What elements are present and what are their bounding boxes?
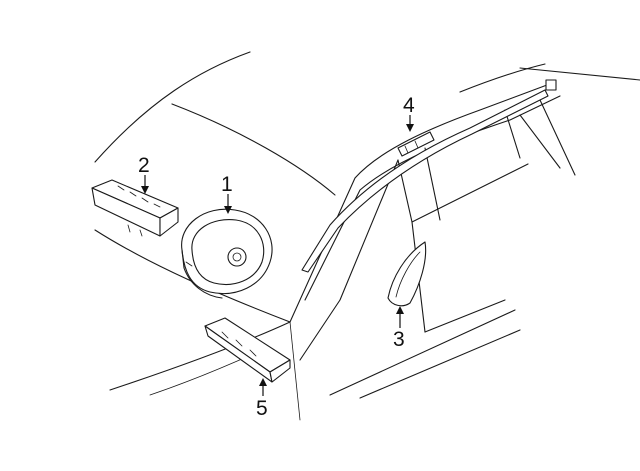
- callout-1-label: 1: [221, 173, 233, 196]
- callout-1: 1: [221, 173, 233, 214]
- door-frame: [289, 99, 576, 421]
- callout-2-label: 2: [138, 154, 150, 177]
- callout-3: 3: [393, 306, 405, 351]
- callout-5-label: 5: [256, 397, 268, 420]
- callout-5: 5: [256, 378, 268, 420]
- callout-2: 2: [138, 154, 150, 194]
- dashboard-outline: [94, 51, 336, 396]
- side-airbag: [387, 241, 427, 307]
- passenger-airbag-module: [91, 179, 179, 237]
- callout-4: 4: [403, 94, 415, 132]
- knee-airbag: [204, 317, 291, 383]
- curtain-airbag: [301, 79, 557, 273]
- a-pillar-roof: [289, 63, 640, 323]
- steering-wheel-airbag: [181, 208, 273, 299]
- callout-3-label: 3: [393, 328, 405, 351]
- callout-4-label: 4: [403, 94, 415, 117]
